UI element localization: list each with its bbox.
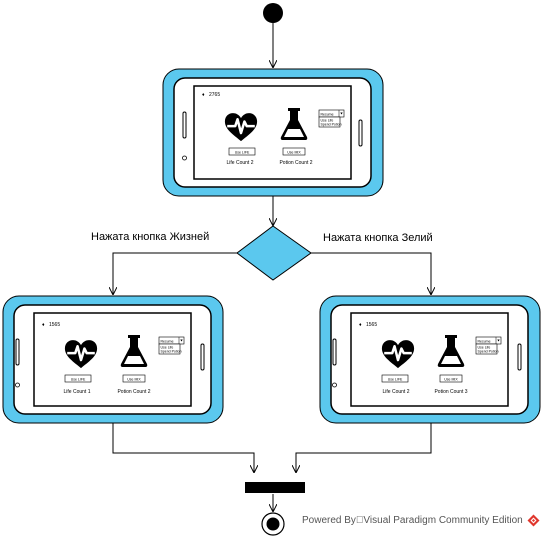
diamond-icon: ♦ bbox=[42, 322, 45, 328]
decision-node bbox=[236, 225, 312, 281]
use-mix-button[interactable] bbox=[439, 374, 463, 383]
potion-count-text: Potion Count 2 bbox=[279, 160, 312, 166]
menu-dropdown[interactable]: Resume Use Life Spend Potion bbox=[318, 109, 345, 128]
svg-text:Use MIX: Use MIX bbox=[444, 377, 458, 381]
edges bbox=[113, 23, 431, 512]
use-mix-button[interactable] bbox=[282, 147, 306, 156]
join-bar bbox=[245, 482, 305, 493]
edge-right-to-join bbox=[296, 423, 432, 473]
svg-text:Spend Potion: Spend Potion bbox=[478, 350, 499, 354]
menu-dropdown[interactable]: Resume Use Life Spend Potion bbox=[158, 336, 185, 355]
svg-text:Use LIFE: Use LIFE bbox=[71, 377, 86, 381]
svg-text:Use LIFE: Use LIFE bbox=[388, 377, 403, 381]
use-mix-button[interactable] bbox=[122, 374, 146, 383]
edge-left-to-join bbox=[112, 423, 254, 473]
svg-text:Use Life: Use Life bbox=[321, 118, 334, 122]
svg-text:Resume: Resume bbox=[478, 339, 491, 343]
potion-count-text: Potion Count 3 bbox=[434, 389, 467, 395]
life-count-text: Life Count 1 bbox=[64, 389, 91, 395]
svg-text:Use MIX: Use MIX bbox=[127, 377, 141, 381]
edge-decision-right bbox=[311, 252, 431, 295]
life-count-text: Life Count 2 bbox=[383, 389, 410, 395]
activity-screen-lives: ♦ 1565 Use LIFE Use MIX Life Count 1 Pot… bbox=[2, 295, 224, 424]
activity-screen-initial: ♦ 2765 Use LIFE Use MIX Life Count 2 Pot… bbox=[162, 68, 384, 197]
final-node-inner bbox=[266, 517, 280, 531]
diamond-icon: ♦ bbox=[202, 92, 205, 98]
use-life-button[interactable] bbox=[228, 147, 256, 156]
score-text: 1565 bbox=[366, 322, 377, 328]
use-life-button[interactable] bbox=[381, 374, 409, 383]
edge-decision-left bbox=[113, 252, 237, 295]
visual-paradigm-logo-icon bbox=[527, 514, 540, 527]
svg-text:Spend Potion: Spend Potion bbox=[321, 123, 342, 127]
diamond-icon: ♦ bbox=[359, 322, 362, 328]
svg-text:Use Life: Use Life bbox=[478, 345, 491, 349]
life-count-text: Life Count 2 bbox=[227, 160, 254, 166]
svg-text:Resume: Resume bbox=[161, 339, 174, 343]
potion-count-text: Potion Count 2 bbox=[117, 389, 150, 395]
initial-node bbox=[263, 3, 283, 23]
label-potions-button: Нажата кнопка Зелий bbox=[323, 232, 433, 244]
watermark-text: Powered By⃞Visual Paradigm Community Edi… bbox=[302, 515, 523, 526]
svg-text:Use LIFE: Use LIFE bbox=[235, 150, 250, 154]
menu-dropdown[interactable]: Resume Use Life Spend Potion bbox=[475, 336, 502, 355]
score-text: 2765 bbox=[209, 92, 220, 98]
label-lives-button: Нажата кнопка Жизней bbox=[91, 231, 209, 243]
svg-text:Use Life: Use Life bbox=[161, 345, 174, 349]
score-text: 1565 bbox=[49, 322, 60, 328]
use-life-button[interactable] bbox=[64, 374, 92, 383]
svg-text:Spend Potion: Spend Potion bbox=[161, 350, 182, 354]
svg-text:Resume: Resume bbox=[321, 112, 334, 116]
activity-screen-potions: ♦ 1565 Use LIFE Use MIX Life Count 2 Pot… bbox=[319, 295, 541, 424]
svg-text:Use MIX: Use MIX bbox=[287, 150, 301, 154]
